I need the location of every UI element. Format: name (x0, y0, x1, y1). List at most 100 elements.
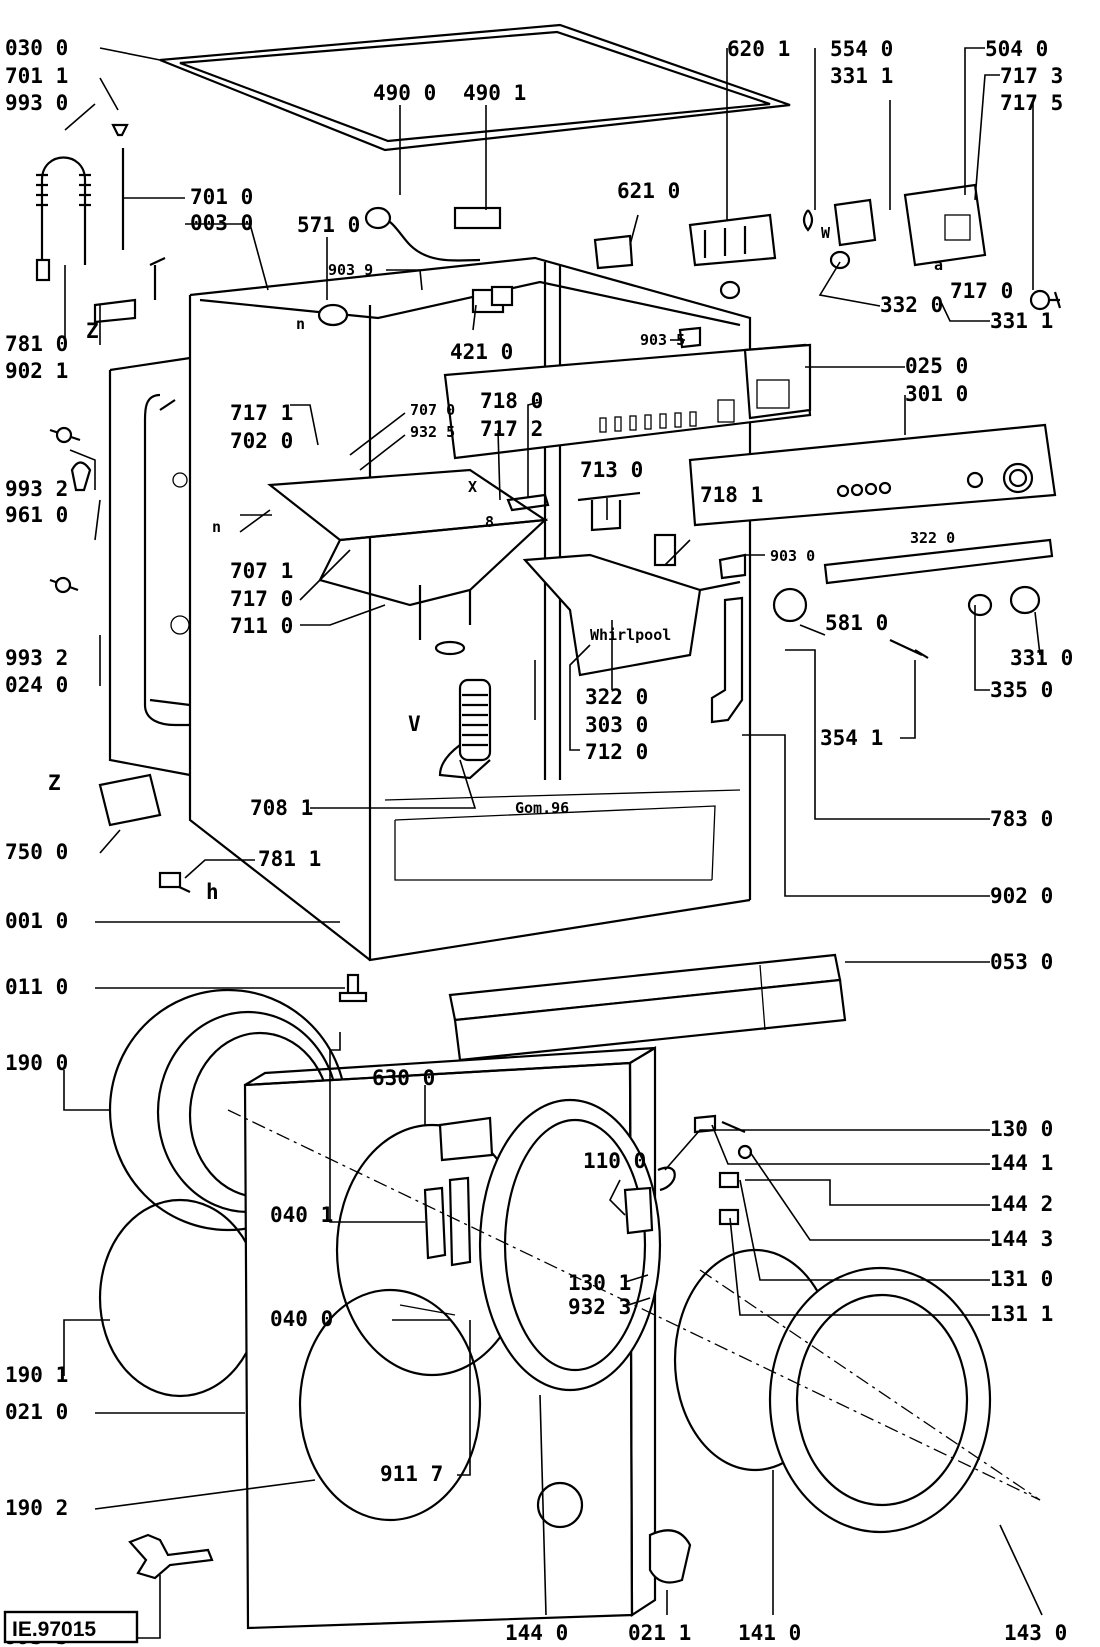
part-label-504-0: 504 0 (985, 37, 1048, 61)
worktop-lid (159, 23, 791, 152)
part-label-421-0: 421 0 (450, 340, 513, 364)
part-label-040-1: 040 1 (270, 1203, 333, 1227)
part-label-332-0: 332 0 (880, 293, 943, 317)
part-label-030-0: 030 0 (5, 36, 68, 60)
part-label-053-0: 053 0 (990, 950, 1053, 974)
part-label-702-0: 702 0 (230, 429, 293, 453)
part-label-490-0: 490 0 (373, 81, 436, 105)
pressure-switch (772, 587, 808, 623)
part-label-335-0: 335 0 (990, 678, 1053, 702)
part-label-961-0: 961 0 (5, 503, 68, 527)
dispenser-assembly: Whirlpool (267, 206, 741, 780)
part-label-783-0: 783 0 (990, 807, 1053, 831)
panel-indicators (599, 399, 735, 433)
marker-x: X (468, 478, 477, 496)
fascia-buttons (836, 481, 892, 498)
part-label-781-0: 781 0 (5, 332, 68, 356)
part-label-131-0: 131 0 (990, 1267, 1053, 1291)
reference-code: IE.97015 (12, 1618, 96, 1641)
marker-8: 8 (485, 513, 494, 531)
part-label-993-2-b: 993 2 (5, 646, 68, 670)
part-label-190-1: 190 1 (5, 1363, 68, 1387)
adjustable-foot (338, 973, 368, 1003)
marker-z-side: Z (48, 771, 61, 795)
part-label-040-0: 040 0 (270, 1307, 333, 1331)
part-label-902-1: 902 1 (5, 359, 68, 383)
cabinet-body (108, 23, 847, 1062)
brand-text: Whirlpool (590, 626, 671, 644)
dispenser-drawer (522, 553, 702, 677)
part-label-554-0: 554 0 (830, 37, 893, 61)
part-label-144-1: 144 1 (990, 1151, 1053, 1175)
part-label-932-3: 932 3 (568, 1295, 631, 1319)
part-label-713-0: 713 0 (580, 458, 643, 482)
part-label-750-0: 750 0 (5, 840, 68, 864)
indicator-strip (823, 538, 1054, 585)
door-assembly (98, 988, 1041, 1630)
reference-code-box: IE.97015 (3, 1610, 139, 1644)
part-label-708-1: 708 1 (250, 796, 313, 820)
cap (648, 1529, 692, 1584)
part-label-717-0-mid: 717 0 (230, 587, 293, 611)
part-label-144-2: 144 2 (990, 1192, 1053, 1216)
part-label-130-0: 130 0 (990, 1117, 1053, 1141)
side-panel (109, 356, 191, 372)
part-label-331-0: 331 0 (1010, 646, 1073, 670)
part-label-021-1: 021 1 (628, 1621, 691, 1645)
part-label-621-0: 621 0 (617, 179, 680, 203)
part-label-021-0: 021 0 (5, 1400, 68, 1424)
part-label-712-0: 712 0 (585, 740, 648, 764)
marker-h: h (206, 880, 219, 904)
programmer-components (593, 183, 1062, 349)
marker-n-top: n (296, 315, 305, 333)
part-label-581-0: 581 0 (825, 611, 888, 635)
part-label-711-0: 711 0 (230, 614, 293, 638)
marker-v: V (408, 712, 421, 736)
part-label-707-0: 707 0 (410, 401, 455, 419)
part-label-331-1-top: 331 1 (830, 64, 893, 88)
part-label-303-0: 303 0 (585, 713, 648, 737)
control-panel (443, 343, 1057, 724)
part-label-354-1: 354 1 (820, 726, 883, 750)
lamp (889, 639, 929, 659)
part-label-141-0: 141 0 (738, 1621, 801, 1645)
door-ring (478, 1098, 662, 1392)
part-label-011-0: 011 0 (5, 975, 68, 999)
inlet-valve (317, 303, 349, 327)
part-label-003-0: 003 0 (190, 211, 253, 235)
marker-w: W (821, 224, 831, 242)
part-label-620-1: 620 1 (727, 37, 790, 61)
part-label-131-1: 131 1 (990, 1302, 1053, 1326)
part-label-701-0: 701 0 (190, 185, 253, 209)
part-label-902-0: 902 0 (990, 884, 1053, 908)
sump-hose (434, 640, 492, 780)
part-label-717-1: 717 1 (230, 401, 293, 425)
part-label-024-0: 024 0 (5, 673, 68, 697)
lever-783 (710, 596, 744, 724)
part-label-993-0: 993 0 (5, 91, 68, 115)
part-label-322-0-drawer: 322 0 (585, 685, 648, 709)
part-label-781-1: 781 1 (258, 847, 321, 871)
part-labels: 030 0 701 1 993 0 701 0 003 0 781 0 902 … (5, 36, 1073, 1647)
worktop-lid-inner (179, 30, 771, 143)
part-label-144-3: 144 3 (990, 1227, 1053, 1251)
part-label-717-0-top: 717 0 (950, 279, 1013, 303)
part-label-911-7: 911 7 (380, 1462, 443, 1486)
knob-331 (1009, 585, 1041, 615)
part-label-718-0: 718 0 (480, 389, 543, 413)
part-label-903-0: 903 0 (770, 547, 815, 565)
part-label-903-5: 903 5 (640, 331, 685, 349)
part-label-322-0-strip: 322 0 (910, 529, 955, 547)
part-label-630-0: 630 0 (372, 1066, 435, 1090)
marker-z-top: Z (86, 319, 99, 343)
knob-335 (967, 593, 993, 617)
part-label-130-1: 130 1 (568, 1271, 631, 1295)
part-label-993-2-a: 993 2 (5, 477, 68, 501)
u-spring-hose (40, 156, 87, 265)
part-label-190-0: 190 0 (5, 1051, 68, 1075)
marker-n-left: n (212, 518, 221, 536)
part-label-932-5: 932 5 (410, 423, 455, 441)
part-label-144-0: 144 0 (505, 1621, 568, 1645)
part-label-331-1-bottom: 331 1 (990, 309, 1053, 333)
